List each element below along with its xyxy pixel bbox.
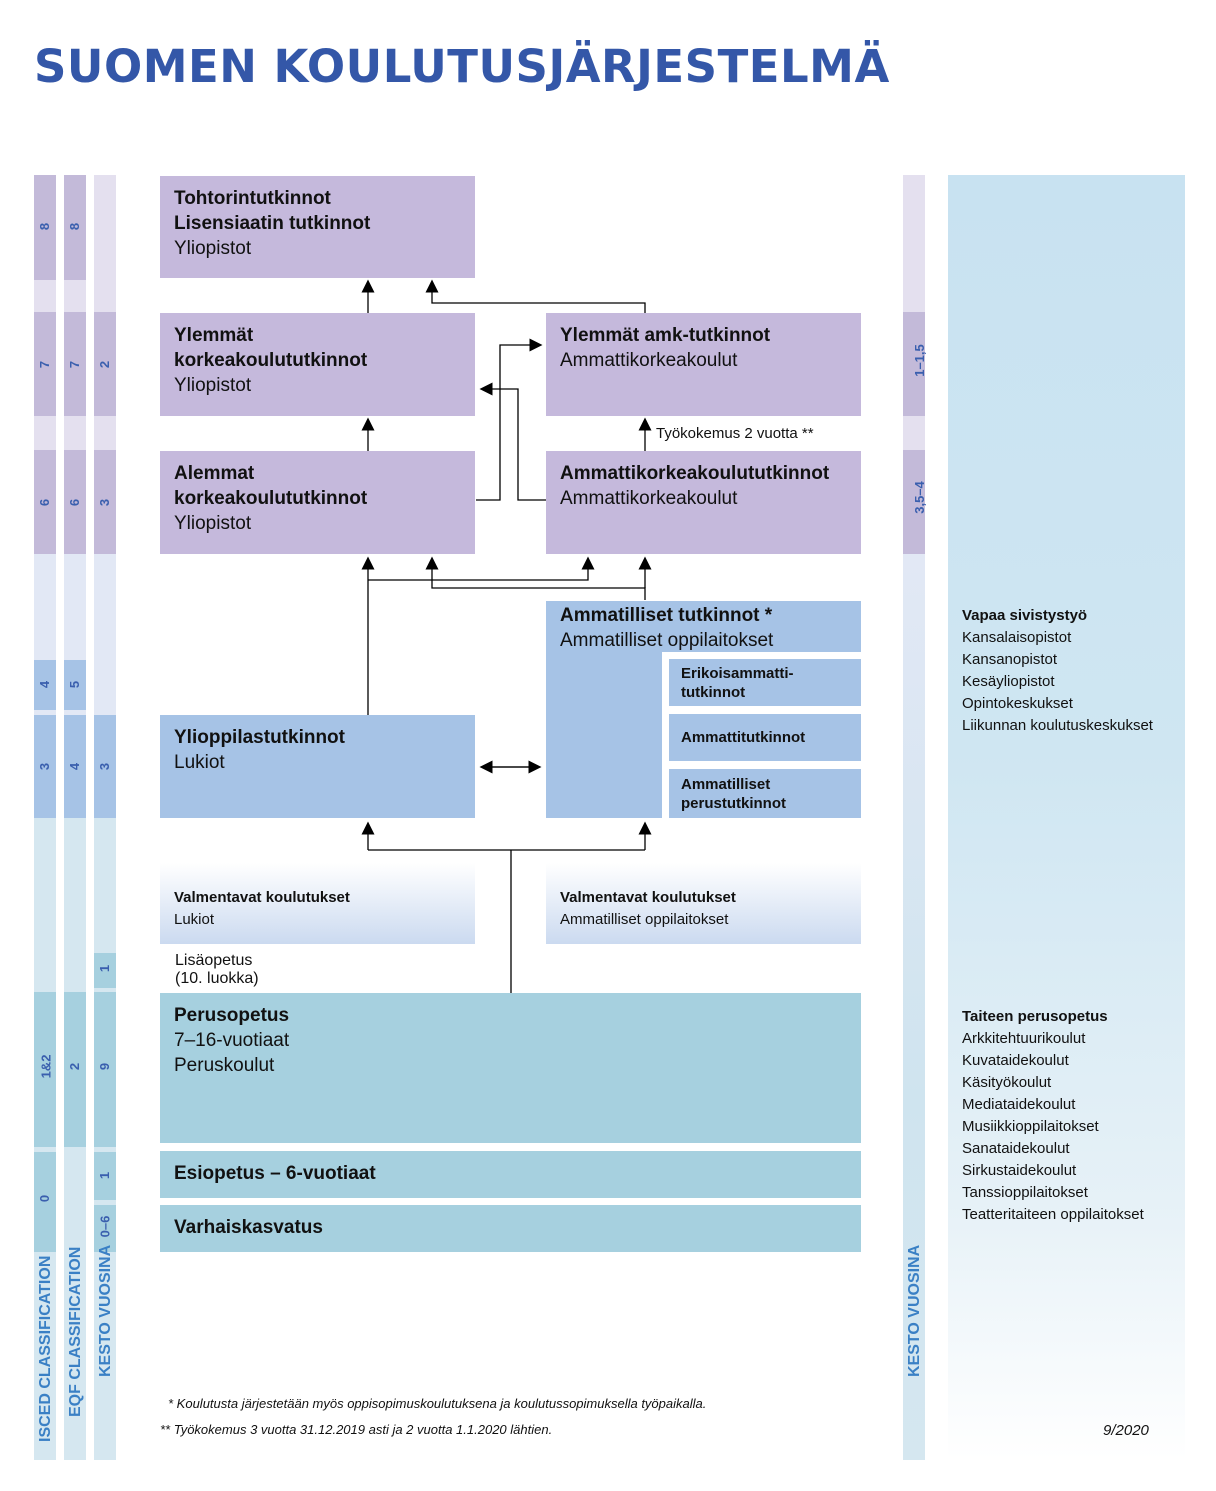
list-item: Kansanopistot (962, 651, 1058, 668)
basic-education-box: Perusopetus 7–16-vuotiaat Peruskoulut (160, 993, 861, 1143)
list-item: Käsityökoulut (962, 1074, 1052, 1091)
lower-univ-box: Alemmat korkeakoulututkinnot Yliopistot (160, 451, 475, 554)
amk-box: Ammattikorkeakoulututkinnot Ammattikorke… (546, 451, 861, 554)
list-item: Kesäyliopistot (962, 673, 1055, 690)
list-item: Kuvataidekoulut (962, 1052, 1069, 1069)
work-experience-label: Työkokemus 2 vuotta ** (656, 425, 814, 442)
right-panel (948, 175, 1185, 1460)
prep-vocational-box: Valmentavat koulutukset Ammatilliset opp… (546, 863, 861, 944)
list-item: Arkkitehtuurikoulut (962, 1030, 1086, 1047)
kesto-strip-right: 1–1,5 3,5–4 KESTO VUOSINA (903, 175, 927, 1460)
liberal-heading: Vapaa sivistystyö (962, 607, 1088, 624)
date-stamp: 9/2020 (1103, 1422, 1149, 1439)
additional-education-label: Lisäopetus (10. luokka) (175, 952, 259, 987)
list-item: Tanssioppilaitokset (962, 1184, 1088, 1201)
preprimary-box: Esiopetus – 6-vuotiaat (160, 1151, 861, 1198)
list-item: Kansalaisopistot (962, 629, 1072, 646)
list-item: Opintokeskukset (962, 695, 1073, 712)
vocational-upper-secondary: Ammatilliset perustutkinnot (669, 769, 861, 818)
isced-strip: 8 7 6 4 3 1&2 0 ISCED CLASSIFICATION (34, 175, 56, 1460)
doctoral-box: Tohtorintutkinnot Lisensiaatin tutkinnot… (160, 176, 475, 278)
specialist-qualifications: Erikoisammatti- tutkinnot (669, 659, 861, 706)
eqf-strip: 8 7 6 5 4 2 EQF CLASSIFICATION (64, 175, 86, 1460)
matriculation-box: Ylioppilastutkinnot Lukiot (160, 715, 475, 818)
list-item: Musiikkioppilaitokset (962, 1118, 1099, 1135)
list-item: Liikunnan koulutuskeskukset (962, 717, 1153, 734)
basic-arts-education-list: Taiteen perusopetus Arkkitehtuurikoulut … (962, 1006, 1144, 1226)
upper-amk-box: Ylemmät amk-tutkinnot Ammattikorkeakoulu… (546, 313, 861, 416)
further-qualifications: Ammattitutkinnot (669, 714, 861, 761)
footnote-work-experience: ** Työkokemus 3 vuotta 31.12.2019 asti j… (160, 1422, 553, 1437)
arts-heading: Taiteen perusopetus (962, 1008, 1108, 1025)
list-item: Sanataidekoulut (962, 1140, 1070, 1157)
upper-univ-box: Ylemmät korkeakoulututkinnot Yliopistot (160, 313, 475, 416)
liberal-adult-education-list: Vapaa sivistystyö Kansalaisopistot Kansa… (962, 605, 1153, 737)
list-item: Teatteritaiteen oppilaitokset (962, 1206, 1144, 1223)
footnote-apprenticeship: * Koulutusta järjestetään myös oppisopim… (168, 1396, 707, 1411)
kesto-strip-left: 2 3 3 1 9 1 0–6 KESTO VUOSINA (94, 175, 116, 1460)
list-item: Mediataidekoulut (962, 1096, 1076, 1113)
prep-lukio-box: Valmentavat koulutukset Lukiot (160, 863, 475, 944)
ecec-box: Varhaiskasvatus (160, 1205, 861, 1252)
list-item: Sirkustaidekoulut (962, 1162, 1077, 1179)
page-title: SUOMEN KOULUTUSJÄRJESTELMÄ (34, 40, 890, 93)
